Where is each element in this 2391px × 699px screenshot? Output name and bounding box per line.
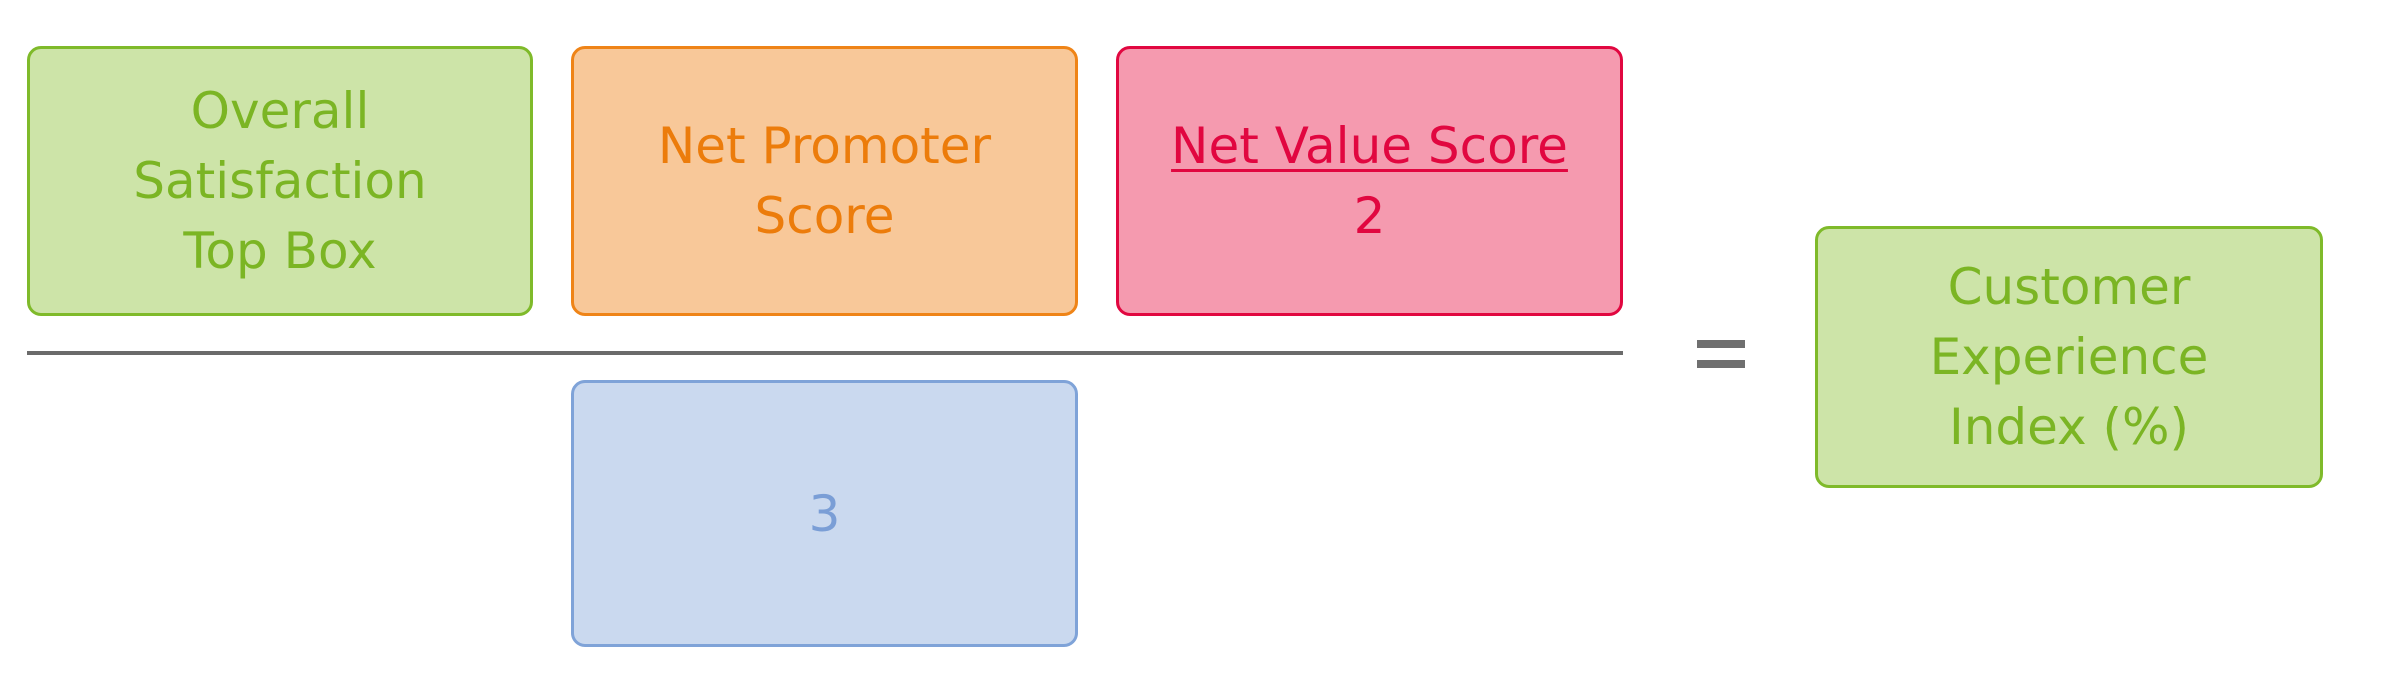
net-value-score-box: Net Value Score 2 — [1116, 46, 1623, 316]
denominator-box: 3 — [571, 380, 1078, 647]
net-value-fraction-numerator: Net Value Score — [1171, 117, 1568, 175]
equals-sign — [1697, 340, 1745, 370]
denominator-value: 3 — [808, 484, 841, 543]
customer-experience-label-line-3: Index (%) — [1948, 398, 2190, 456]
net-promoter-label-line-2: Score — [754, 187, 895, 245]
overall-satisfaction-label-line-3: Top Box — [183, 222, 377, 280]
customer-experience-label-line-1: Customer — [1947, 258, 2191, 316]
overall-satisfaction-label-line-2: Satisfaction — [133, 152, 427, 210]
net-promoter-label-line-1: Net Promoter — [657, 117, 992, 175]
overall-satisfaction-box: Overall Satisfaction Top Box — [27, 46, 533, 316]
net-value-fraction-denominator: 2 — [1353, 187, 1386, 245]
customer-experience-index-box: Customer Experience Index (%) — [1815, 226, 2323, 488]
net-promoter-score-box: Net Promoter Score — [571, 46, 1078, 316]
fraction-bar — [27, 351, 1623, 355]
overall-satisfaction-label-line-1: Overall — [190, 82, 370, 140]
customer-experience-label-line-2: Experience — [1929, 328, 2209, 386]
